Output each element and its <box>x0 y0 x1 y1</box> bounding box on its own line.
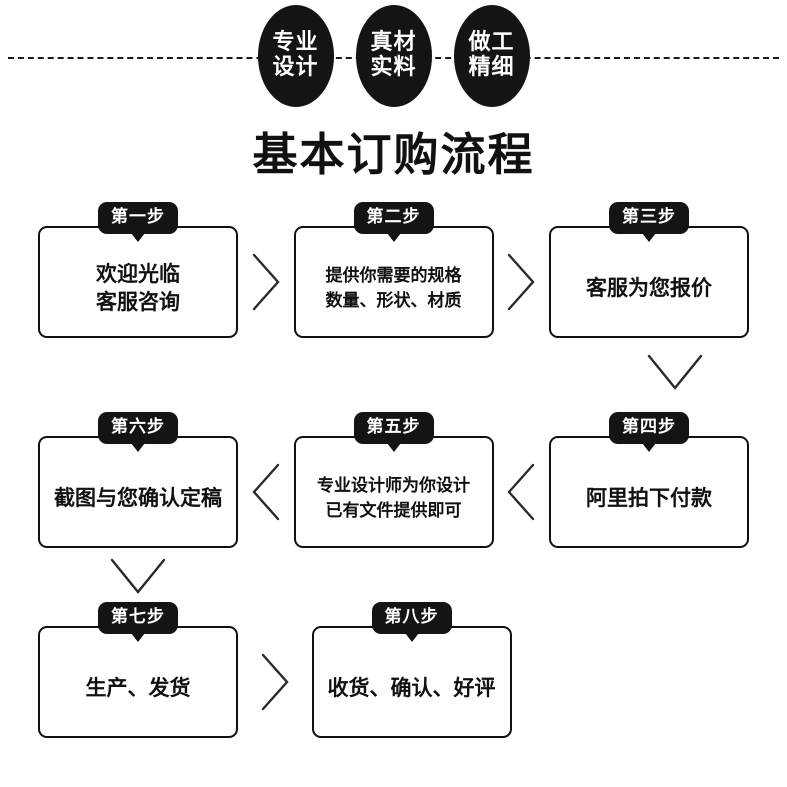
step-text-2: 提供你需要的规格 数量、形状、材质 <box>326 250 462 313</box>
connector-arrow-down-right <box>645 352 705 394</box>
step-badge-5: 第五步 <box>353 412 434 444</box>
feature-badge-line1: 真材 <box>370 30 417 56</box>
feature-badge-line1: 做工 <box>468 30 515 56</box>
step-text-3: 客服为您报价 <box>586 261 712 303</box>
step-card-2: 第二步 提供你需要的规格 数量、形状、材质 <box>293 202 494 338</box>
step-badge-6: 第六步 <box>98 412 178 444</box>
step-text-line: 已有文件提供即可 <box>325 501 462 521</box>
row3-trailing-space <box>512 626 550 738</box>
connector-arrow-right-2 <box>494 226 550 338</box>
step-card-7: 第七步 生产、发货 <box>38 602 238 738</box>
step-card-6: 第六步 截图与您确认定稿 <box>38 412 238 548</box>
page-title: 基本订购流程 <box>252 128 535 181</box>
step-text-line: 客服为您报价 <box>586 276 712 301</box>
step-card-3: 第三步 客服为您报价 <box>549 202 749 338</box>
flow-row-2: 第六步 截图与您确认定稿 第五步 专业设计师为你设计 已有文件提供即可 第四步 <box>0 412 787 561</box>
step-text-line: 专业设计师为你设计 <box>317 476 470 497</box>
step-text-line: 客服咨询 <box>96 290 180 314</box>
step-text-line: 收货、确认、好评 <box>327 676 496 701</box>
connector-arrow-down-left <box>108 556 168 598</box>
step-card-8: 第八步 收货、确认、好评 <box>311 602 512 738</box>
feature-badge-group: 专业 设计 真材 实料 做工 精细 <box>0 0 787 112</box>
step-text-line: 生产、发货 <box>85 676 191 701</box>
feature-badge-quality-material: 真材 实料 <box>355 5 432 107</box>
feature-badge-line2: 实料 <box>370 55 417 80</box>
step-card-4: 第四步 阿里拍下付款 <box>549 412 749 548</box>
step-text-6: 截图与您确认定稿 <box>54 471 222 513</box>
step-text-5: 专业设计师为你设计 已有文件提供即可 <box>317 460 470 523</box>
step-badge-2: 第二步 <box>353 202 434 234</box>
step-text-line: 数量、形状、材质 <box>325 291 462 311</box>
connector-arrow-right-3 <box>238 626 312 738</box>
step-badge-7: 第七步 <box>98 602 178 634</box>
step-text-line: 截图与您确认定稿 <box>54 486 222 511</box>
feature-badge-fine-workmanship: 做工 精细 <box>453 5 530 107</box>
top-banner: 专业 设计 真材 实料 做工 精细 <box>0 0 787 112</box>
step-text-line: 欢迎光临 <box>96 262 180 287</box>
step-badge-1: 第一步 <box>98 202 178 234</box>
flow-row-1: 第一步 欢迎光临 客服咨询 第二步 提供你需要的规格 数量、形状、材质 第三 <box>0 202 787 351</box>
step-text-line: 阿里拍下付款 <box>586 486 712 511</box>
step-card-5: 第五步 专业设计师为你设计 已有文件提供即可 <box>293 412 494 548</box>
connector-arrow-left-1 <box>238 436 294 548</box>
connector-arrow-left-2 <box>494 436 550 548</box>
feature-badge-line2: 设计 <box>272 55 319 80</box>
step-text-8: 收货、确认、好评 <box>328 661 496 703</box>
step-badge-4: 第四步 <box>609 412 689 444</box>
step-badge-8: 第八步 <box>371 602 452 634</box>
row3-empty-slot <box>549 626 749 738</box>
step-text-line: 提供你需要的规格 <box>325 266 462 287</box>
step-badge-3: 第三步 <box>609 202 689 234</box>
step-text-7: 生产、发货 <box>86 661 191 703</box>
flow-row-3: 第七步 生产、发货 第八步 收货、确认、好评 <box>0 602 787 751</box>
feature-badge-line2: 精细 <box>468 55 515 80</box>
step-card-1: 第一步 欢迎光临 客服咨询 <box>38 202 238 338</box>
step-text-4: 阿里拍下付款 <box>586 471 712 513</box>
feature-badge-professional-design: 专业 设计 <box>257 5 334 107</box>
connector-arrow-right-1 <box>238 226 294 338</box>
feature-badge-line1: 专业 <box>272 30 319 56</box>
step-text-1: 欢迎光临 客服咨询 <box>96 247 180 316</box>
